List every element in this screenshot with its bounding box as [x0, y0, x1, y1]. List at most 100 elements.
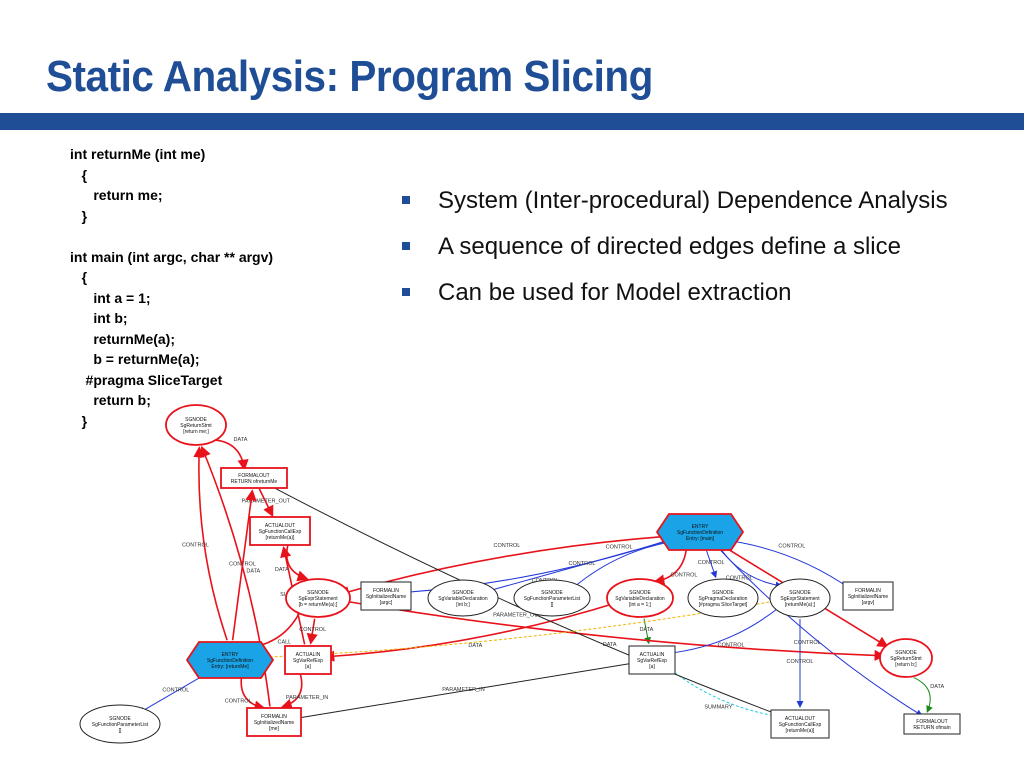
node-shape [220, 467, 288, 489]
graph-edge [258, 488, 274, 518]
node-label-line: SgFunctionParameterList [524, 596, 581, 602]
edge-label: DATA [246, 568, 260, 574]
node-shape [687, 578, 759, 618]
bullet-square-icon [402, 196, 410, 204]
node-label-line: ENTRY [692, 524, 710, 530]
node-label-line: ACTUALIN [296, 652, 321, 658]
graph-edge [306, 618, 318, 645]
node-label-line: [return b;] [895, 662, 917, 668]
code-line: { [70, 269, 88, 285]
node-label-line: [returnMe(a);] [785, 602, 816, 608]
node-shape [285, 578, 351, 618]
node-label-line: [] [551, 602, 554, 608]
graph-edge [666, 605, 781, 657]
node-label-line: [a] [649, 664, 655, 670]
node-shape [770, 709, 830, 739]
edge-label: DATA [603, 642, 617, 648]
node-shape [769, 578, 831, 618]
node-label-line: SgReturnStmt [180, 423, 212, 429]
node-label-line: FORMALOUT [238, 473, 269, 479]
bullet-item: Can be used for Model extraction [402, 272, 1002, 313]
graph-edge [289, 662, 637, 722]
node-shape [628, 645, 676, 675]
code-line: return b; [70, 392, 151, 408]
node-shape [360, 581, 412, 611]
graph-edge [212, 439, 249, 471]
node-shape [655, 513, 745, 551]
graph-edge [706, 550, 718, 579]
edge-label: PARAMETER_IN [442, 687, 484, 693]
node-shape [165, 404, 227, 446]
slide-title: Static Analysis: Program Slicing [46, 52, 653, 101]
bullet-text: Can be used for Model extraction [438, 279, 792, 306]
node-label-line: FORMALIN [855, 588, 881, 594]
node-label-line: [returnMe(a)] [786, 728, 816, 734]
node-label-line: SgFunctionDefinition [207, 658, 253, 664]
node-label-line: SgExprStatement [780, 596, 820, 602]
node-label-line: ENTRY [222, 652, 240, 658]
node-label-line: RETURN ofmain [913, 725, 950, 731]
edge-label: DATA [275, 567, 289, 573]
edge-label: PARAMETER_OUT [242, 498, 291, 504]
code-line: } [70, 412, 88, 429]
code-line: b = returnMe(a); [70, 351, 200, 367]
node-label-line: SGNODE [452, 590, 474, 596]
node-label-line: FORMALIN [373, 588, 399, 594]
code-listing: int returnMe (int me) { return me; } int… [70, 144, 273, 431]
node-label-line: SGNODE [712, 590, 734, 596]
bullet-square-icon [402, 288, 410, 296]
node-label-line: SgInitializedName [848, 594, 889, 600]
edge-label: DATA [930, 684, 944, 690]
node-label-line: [] [119, 728, 122, 734]
node-label-line: [a] [305, 664, 311, 670]
node-shape [879, 638, 933, 678]
node-shape [606, 578, 674, 618]
edge-label: CONTROL [182, 543, 209, 549]
edge-label: CONTROL [162, 687, 189, 693]
node-label-line: [me] [269, 726, 279, 732]
node-label-line: ACTUALIN [640, 652, 665, 658]
bullet-list: System (Inter-procedural) Dependence Ana… [402, 180, 1002, 318]
node-shape [185, 641, 275, 679]
node-label-line: SgVarRefExp [293, 658, 323, 664]
bullet-item: System (Inter-procedural) Dependence Ana… [402, 180, 1002, 221]
node-label-line: SgFunctionCallExp [259, 529, 302, 535]
node-label-line: SGNODE [185, 417, 207, 423]
node-label-line: SgPragmaDeclaration [699, 596, 748, 602]
node-label-line: ACTUALOUT [785, 716, 815, 722]
node-label-line: SgFunctionParameterList [92, 722, 149, 728]
node-label-line: [int a = 1;] [629, 602, 652, 608]
node-label-line: Entry: [main] [686, 536, 715, 542]
node-label-line: [returnMe(a)] [266, 535, 296, 541]
bullet-text: A sequence of directed edges define a sl… [438, 233, 901, 260]
edge-label: PARAMETER_OUT [493, 612, 542, 618]
node-label-line: [argv] [862, 600, 875, 606]
code-line: returnMe(a); [70, 330, 176, 347]
node-shape [249, 516, 311, 546]
node-label-line: SgInitializedName [254, 720, 295, 726]
node-label-line: SgExprStatement [298, 596, 338, 602]
node-label-line: [#pragma SliceTarget] [699, 602, 748, 608]
node-label-line: [return me;] [183, 429, 209, 435]
node-shape [246, 707, 302, 737]
edge-label: DATA [639, 627, 653, 633]
edge-label: SUMMARY [704, 704, 732, 710]
graph-edge [240, 676, 266, 712]
graph-edge [193, 446, 228, 641]
node-label-line: SGNODE [895, 650, 917, 656]
